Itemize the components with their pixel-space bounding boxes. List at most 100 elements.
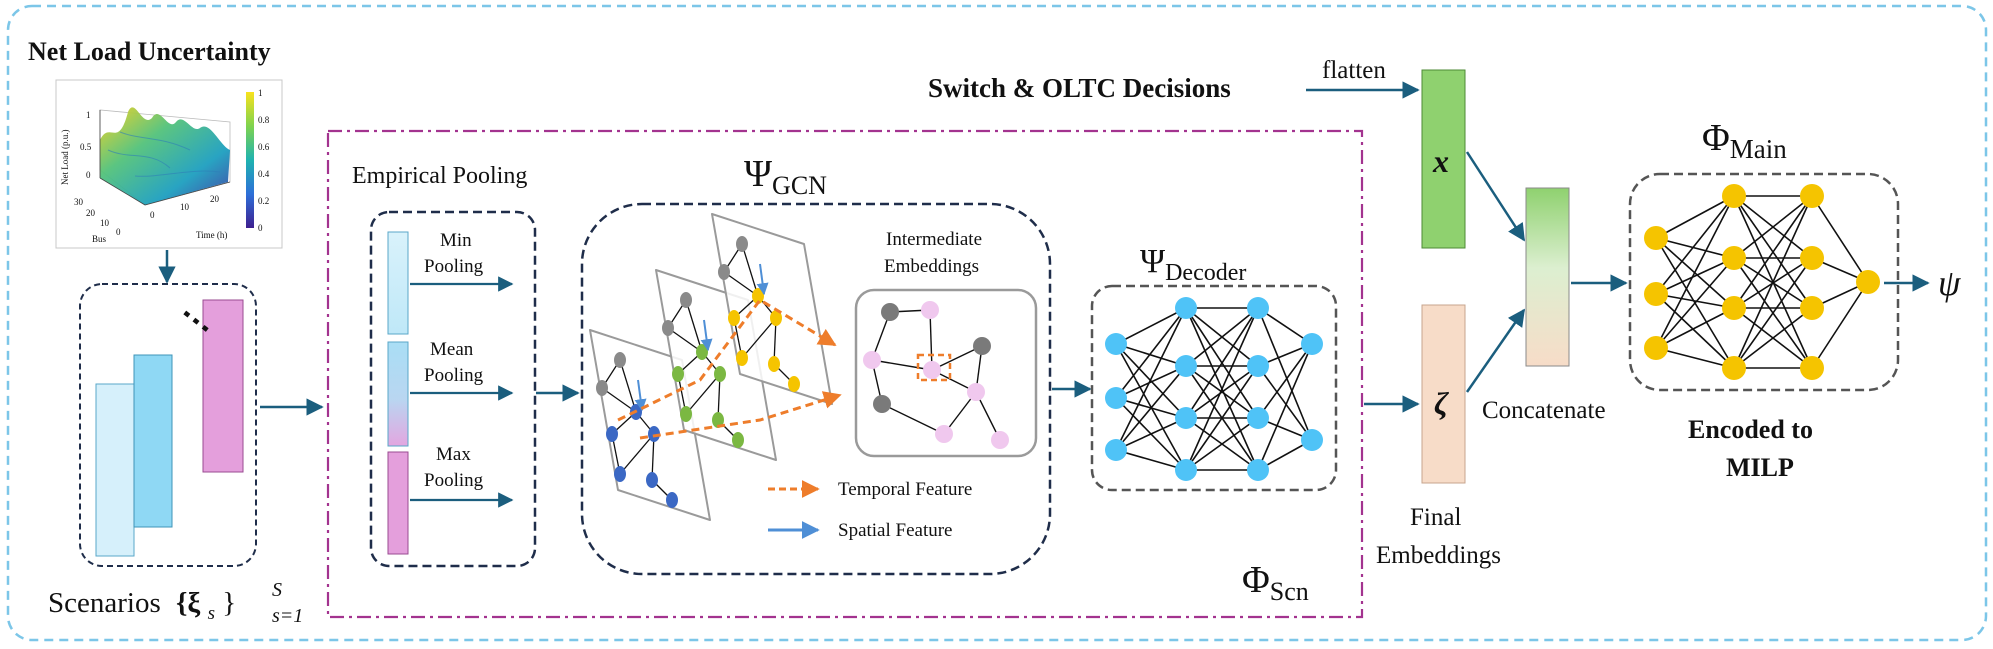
colorbar bbox=[246, 92, 254, 228]
z-tick-1: 1 bbox=[86, 110, 91, 120]
gcn-node bbox=[718, 264, 730, 280]
neuron-node bbox=[1105, 387, 1127, 409]
surface-mesh bbox=[100, 107, 230, 205]
scenarios-label: Scenarios {ξ s } S s=1 bbox=[48, 579, 303, 627]
embed-node bbox=[967, 383, 985, 401]
max-label-2: Pooling bbox=[424, 470, 484, 491]
gcn-node bbox=[648, 426, 660, 442]
neuron-node bbox=[1722, 356, 1746, 380]
gcn-node bbox=[596, 380, 608, 396]
network-edge bbox=[1811, 195, 1869, 283]
temporal-arrow bbox=[617, 298, 837, 422]
z-tick-3: 0 bbox=[86, 170, 91, 180]
gcn-node bbox=[680, 406, 692, 422]
neuron-node bbox=[1800, 246, 1824, 270]
network-edge bbox=[1115, 365, 1187, 451]
scenario-bar-1 bbox=[95, 383, 135, 557]
embed-node bbox=[935, 425, 953, 443]
encoded-label-1: Encoded to bbox=[1688, 415, 1813, 444]
neuron-node bbox=[1644, 226, 1668, 250]
network-edge bbox=[1811, 281, 1869, 369]
neuron-node bbox=[1644, 336, 1668, 360]
neuron-node bbox=[1175, 459, 1197, 481]
network-edge bbox=[1185, 307, 1259, 419]
gcn-node bbox=[770, 310, 782, 326]
cbar-tick-5: 0.2 bbox=[258, 196, 269, 206]
scenarios-box bbox=[79, 283, 257, 567]
gcn-node bbox=[768, 356, 780, 372]
embed-edge bbox=[881, 403, 945, 435]
neuron-node bbox=[1247, 297, 1269, 319]
intermediate-graph bbox=[863, 301, 1009, 449]
network-edge bbox=[1115, 307, 1187, 451]
intermediate-box bbox=[854, 288, 1038, 458]
spatial-arrow bbox=[756, 263, 769, 296]
gcn-node bbox=[614, 352, 626, 368]
neuron-node bbox=[1856, 270, 1880, 294]
mean-pool-bar bbox=[387, 341, 409, 447]
bus-tick-1: 30 bbox=[74, 197, 84, 207]
gcn-edge bbox=[723, 271, 759, 297]
x-embedding-block bbox=[1421, 69, 1466, 249]
xlabel: Time (h) bbox=[196, 230, 227, 240]
gcn-node bbox=[606, 426, 618, 442]
min-label-2: Pooling bbox=[424, 256, 484, 277]
min-label-1: Min bbox=[440, 230, 472, 251]
pooling-title: Empirical Pooling bbox=[352, 163, 527, 189]
x-symbol: x bbox=[1432, 143, 1449, 179]
bus-tick-2: 20 bbox=[86, 208, 96, 218]
min-pool-bar bbox=[387, 231, 409, 335]
scenario-bar-2 bbox=[133, 354, 173, 528]
network-edge bbox=[1115, 307, 1187, 399]
gcn-node bbox=[662, 320, 674, 336]
gcn-node bbox=[736, 236, 748, 252]
gcn-node bbox=[696, 344, 708, 360]
network-edge bbox=[1655, 347, 1735, 369]
gcn-node bbox=[736, 350, 748, 366]
gcn-node bbox=[728, 310, 740, 326]
neuron-node bbox=[1175, 355, 1197, 377]
temporal-arrow bbox=[639, 391, 842, 440]
network-edge bbox=[1655, 195, 1735, 239]
neuron-node bbox=[1722, 296, 1746, 320]
neuron-node bbox=[1800, 296, 1824, 320]
gcn-node bbox=[788, 376, 800, 392]
network-edge bbox=[1115, 365, 1187, 399]
net-load-title: Net Load Uncertainty bbox=[28, 37, 271, 66]
network-edge bbox=[1185, 417, 1259, 471]
encoded-label-2: MILP bbox=[1726, 453, 1794, 482]
scenarios-word: Scenarios bbox=[48, 587, 161, 619]
gcn-box bbox=[580, 202, 1052, 576]
gcn-edge bbox=[685, 299, 703, 353]
cbar-tick-6: 0 bbox=[258, 223, 263, 233]
gcn-edge bbox=[741, 317, 777, 359]
gcn-graph-layers bbox=[589, 213, 842, 521]
embed-edge bbox=[929, 309, 933, 371]
intermediate-label-2: Embeddings bbox=[884, 256, 979, 277]
network-edge bbox=[1185, 365, 1259, 471]
gcn-edge bbox=[685, 373, 721, 415]
embed-node bbox=[863, 351, 881, 369]
cbar-tick-1: 1 bbox=[258, 88, 263, 98]
neuron-node bbox=[1301, 429, 1323, 451]
arrow-zeta-to-concat bbox=[1465, 308, 1526, 393]
network-edge bbox=[1115, 343, 1187, 419]
cbar-tick-3: 0.6 bbox=[258, 142, 270, 152]
network-edge bbox=[1115, 343, 1187, 367]
network-edge bbox=[1733, 195, 1813, 259]
gcn-node bbox=[666, 492, 678, 508]
time-tick-3: 20 bbox=[210, 194, 220, 204]
final-embeddings-label: Embeddings bbox=[1376, 542, 1501, 569]
gcn-node bbox=[646, 472, 658, 488]
neuron-node bbox=[1644, 282, 1668, 306]
network-edge bbox=[1655, 257, 1735, 295]
gcn-node bbox=[672, 366, 684, 382]
main-network bbox=[1644, 184, 1880, 380]
scenarios-set: {ξ bbox=[176, 587, 200, 619]
spatial-arrow bbox=[634, 379, 647, 412]
network-edge bbox=[1733, 307, 1813, 369]
network-edge bbox=[1115, 417, 1187, 451]
svg-text:ΦScn: ΦScn bbox=[1242, 559, 1309, 606]
concatenate-label: Concatenate bbox=[1482, 397, 1606, 424]
gcn-node bbox=[732, 432, 744, 448]
